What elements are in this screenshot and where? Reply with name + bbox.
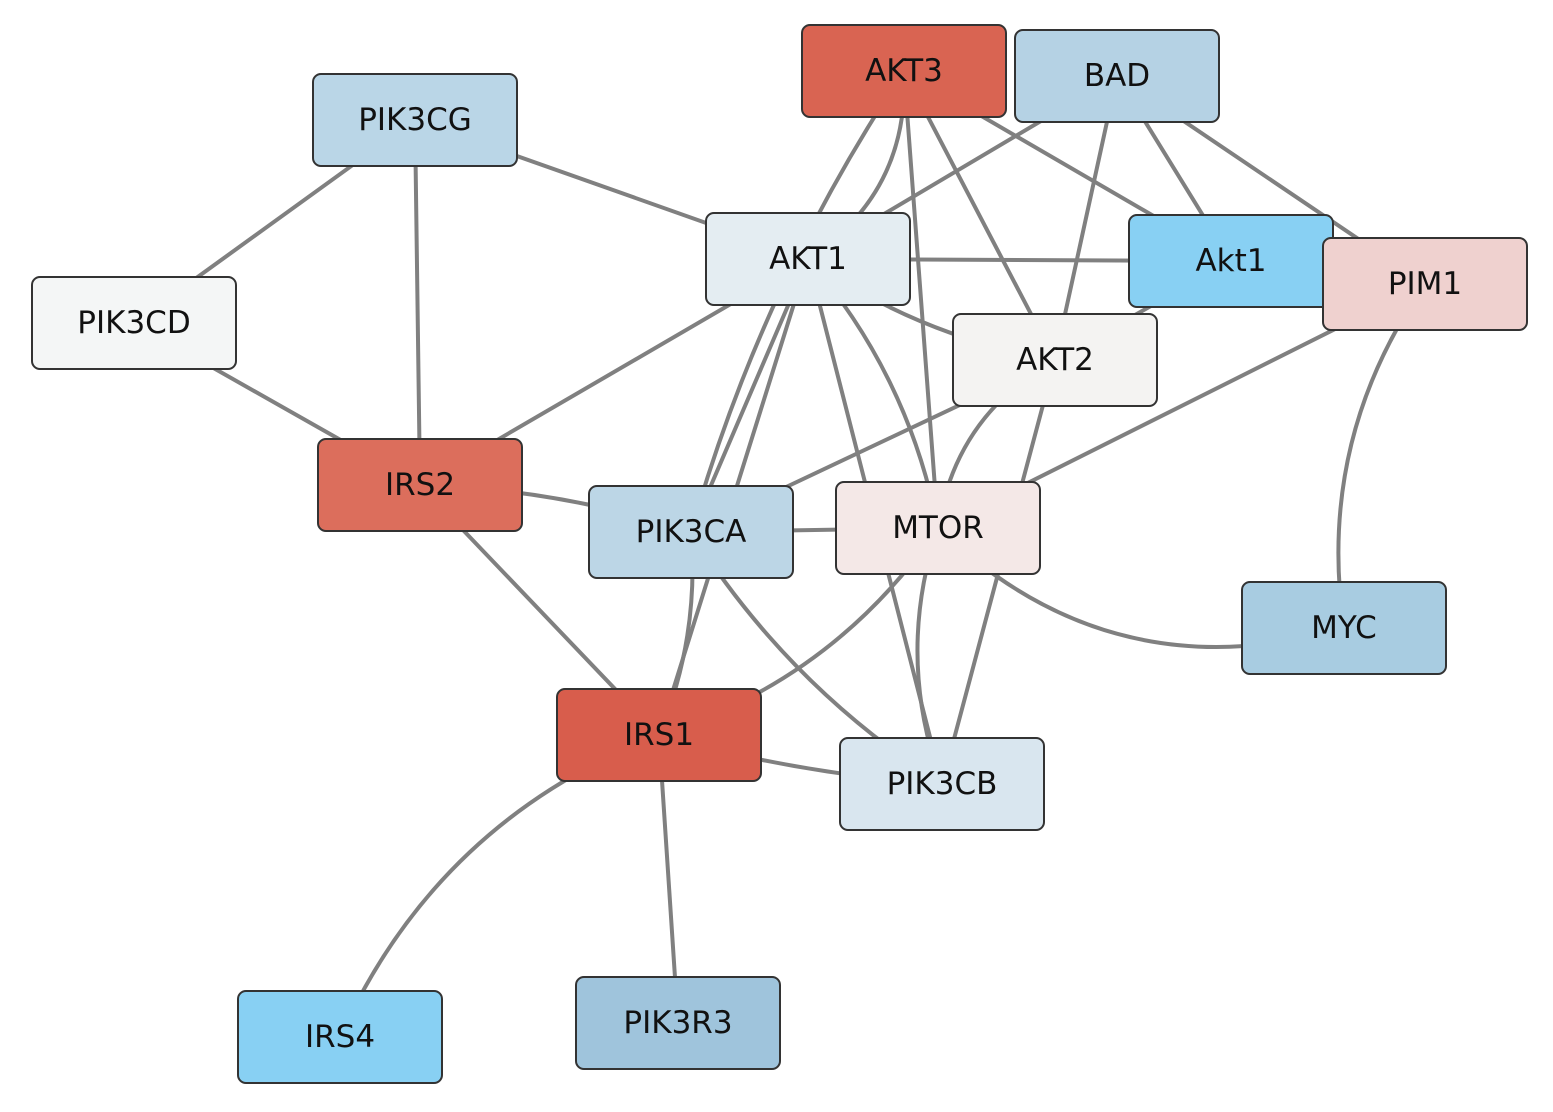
node-pik3cb[interactable]: PIK3CB bbox=[839, 737, 1045, 831]
node-myc[interactable]: MYC bbox=[1241, 581, 1447, 675]
node-akt2[interactable]: AKT2 bbox=[952, 313, 1158, 407]
node-mtor[interactable]: MTOR bbox=[835, 481, 1041, 575]
node-label: IRS1 bbox=[623, 717, 695, 753]
node-label: PIM1 bbox=[1387, 266, 1463, 302]
edge-pik3cg-irs2 bbox=[413, 118, 422, 487]
node-label: Akt1 bbox=[1195, 243, 1267, 279]
node-label: IRS2 bbox=[384, 467, 456, 503]
node-label: PIK3CG bbox=[358, 102, 472, 138]
node-pik3ca[interactable]: PIK3CA bbox=[588, 485, 794, 579]
node-label: PIK3CB bbox=[886, 766, 998, 802]
node-label: IRS4 bbox=[304, 1019, 376, 1055]
node-irs1[interactable]: IRS1 bbox=[556, 688, 762, 782]
node-label: PIK3CA bbox=[635, 514, 747, 550]
node-akt1[interactable]: Akt1 bbox=[1128, 214, 1334, 308]
node-akt1[interactable]: AKT1 bbox=[705, 212, 911, 306]
node-pik3cd[interactable]: PIK3CD bbox=[31, 276, 237, 370]
edge-pim1-myc bbox=[1336, 282, 1427, 630]
node-pik3r3[interactable]: PIK3R3 bbox=[575, 976, 781, 1070]
node-pik3cg[interactable]: PIK3CG bbox=[312, 73, 518, 167]
node-label: AKT1 bbox=[769, 241, 847, 277]
node-label: BAD bbox=[1083, 58, 1151, 94]
node-label: AKT2 bbox=[1016, 342, 1094, 378]
node-bad[interactable]: BAD bbox=[1014, 29, 1220, 123]
node-label: PIK3CD bbox=[77, 305, 191, 341]
node-label: MYC bbox=[1311, 610, 1377, 646]
node-pim1[interactable]: PIM1 bbox=[1322, 237, 1528, 331]
node-label: MTOR bbox=[892, 510, 984, 546]
node-irs4[interactable]: IRS4 bbox=[237, 990, 443, 1084]
edge-akt3-mtor bbox=[902, 69, 940, 530]
node-label: AKT3 bbox=[865, 53, 943, 89]
node-label: PIK3R3 bbox=[623, 1005, 733, 1041]
node-irs2[interactable]: IRS2 bbox=[317, 438, 523, 532]
node-akt3[interactable]: AKT3 bbox=[801, 24, 1007, 118]
